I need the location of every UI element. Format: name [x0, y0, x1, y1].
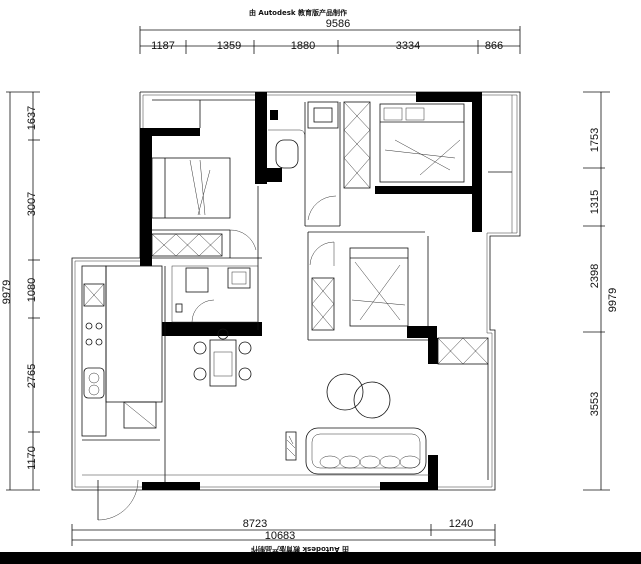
- left-dimension-4: 2765: [26, 364, 38, 388]
- bedroom-1-wardrobe: [151, 233, 223, 257]
- bottom-bar: [0, 552, 641, 564]
- top-dimension-4: 3334: [396, 40, 420, 52]
- right-dimension-lines: [583, 91, 610, 491]
- bottom-dimension-2: 1240: [449, 518, 473, 530]
- structural-walls: [140, 92, 482, 490]
- bedroom-2-door: [309, 241, 335, 266]
- kitchen-island: [105, 265, 163, 429]
- top-dimension-1: 1187: [151, 40, 175, 52]
- dining-table: [193, 328, 252, 387]
- left-dimension-lines: [6, 91, 40, 491]
- bathroom-2: [171, 265, 259, 323]
- balcony: [437, 337, 489, 480]
- left-dimension-5: 1170: [26, 446, 38, 470]
- top-total-dimension: 9586: [326, 18, 350, 30]
- bottom-total-dimension: 10683: [265, 530, 296, 542]
- left-dimension-3: 1080: [26, 278, 38, 302]
- interior-partitions: [82, 95, 513, 482]
- bedroom-1-door: [229, 229, 257, 251]
- bedroom-1-bed: [151, 157, 231, 219]
- right-dimension-4: 3553: [589, 392, 601, 416]
- bedroom-2-wardrobe: [311, 277, 335, 331]
- bottom-dimension-lines: [71, 524, 496, 546]
- kitchen-counter: [81, 265, 107, 437]
- living-room-rug: [326, 373, 391, 419]
- bottom-dimension-1: 8723: [243, 518, 267, 530]
- bathroom-1-door: [307, 195, 337, 221]
- left-total-dimension: 9979: [1, 280, 13, 304]
- top-dimension-5: 866: [485, 40, 503, 52]
- bathroom-1: [268, 101, 371, 189]
- exterior-walls: [71, 91, 521, 491]
- right-total-dimension: 9979: [607, 288, 619, 312]
- plant-icon: [285, 431, 297, 461]
- master-bedroom-bed: [379, 103, 465, 183]
- top-dimension-2: 1359: [217, 40, 241, 52]
- top-dimension-3: 1880: [291, 40, 315, 52]
- kitchen-door: [97, 479, 139, 521]
- right-dimension-3: 2398: [589, 264, 601, 288]
- left-dimension-2: 3007: [26, 192, 38, 216]
- bedroom-2-bed: [349, 247, 409, 327]
- right-dimension-1: 1753: [589, 128, 601, 152]
- right-dimension-2: 1315: [589, 190, 601, 214]
- top-dimension-lines: [139, 26, 521, 54]
- left-dimension-1: 1637: [26, 106, 38, 130]
- watermark-top: 由 Autodesk 教育版产品制作: [249, 8, 347, 17]
- watermark-bottom: 由 Autodesk 教育版产品制作: [251, 545, 349, 554]
- sofa: [305, 427, 427, 475]
